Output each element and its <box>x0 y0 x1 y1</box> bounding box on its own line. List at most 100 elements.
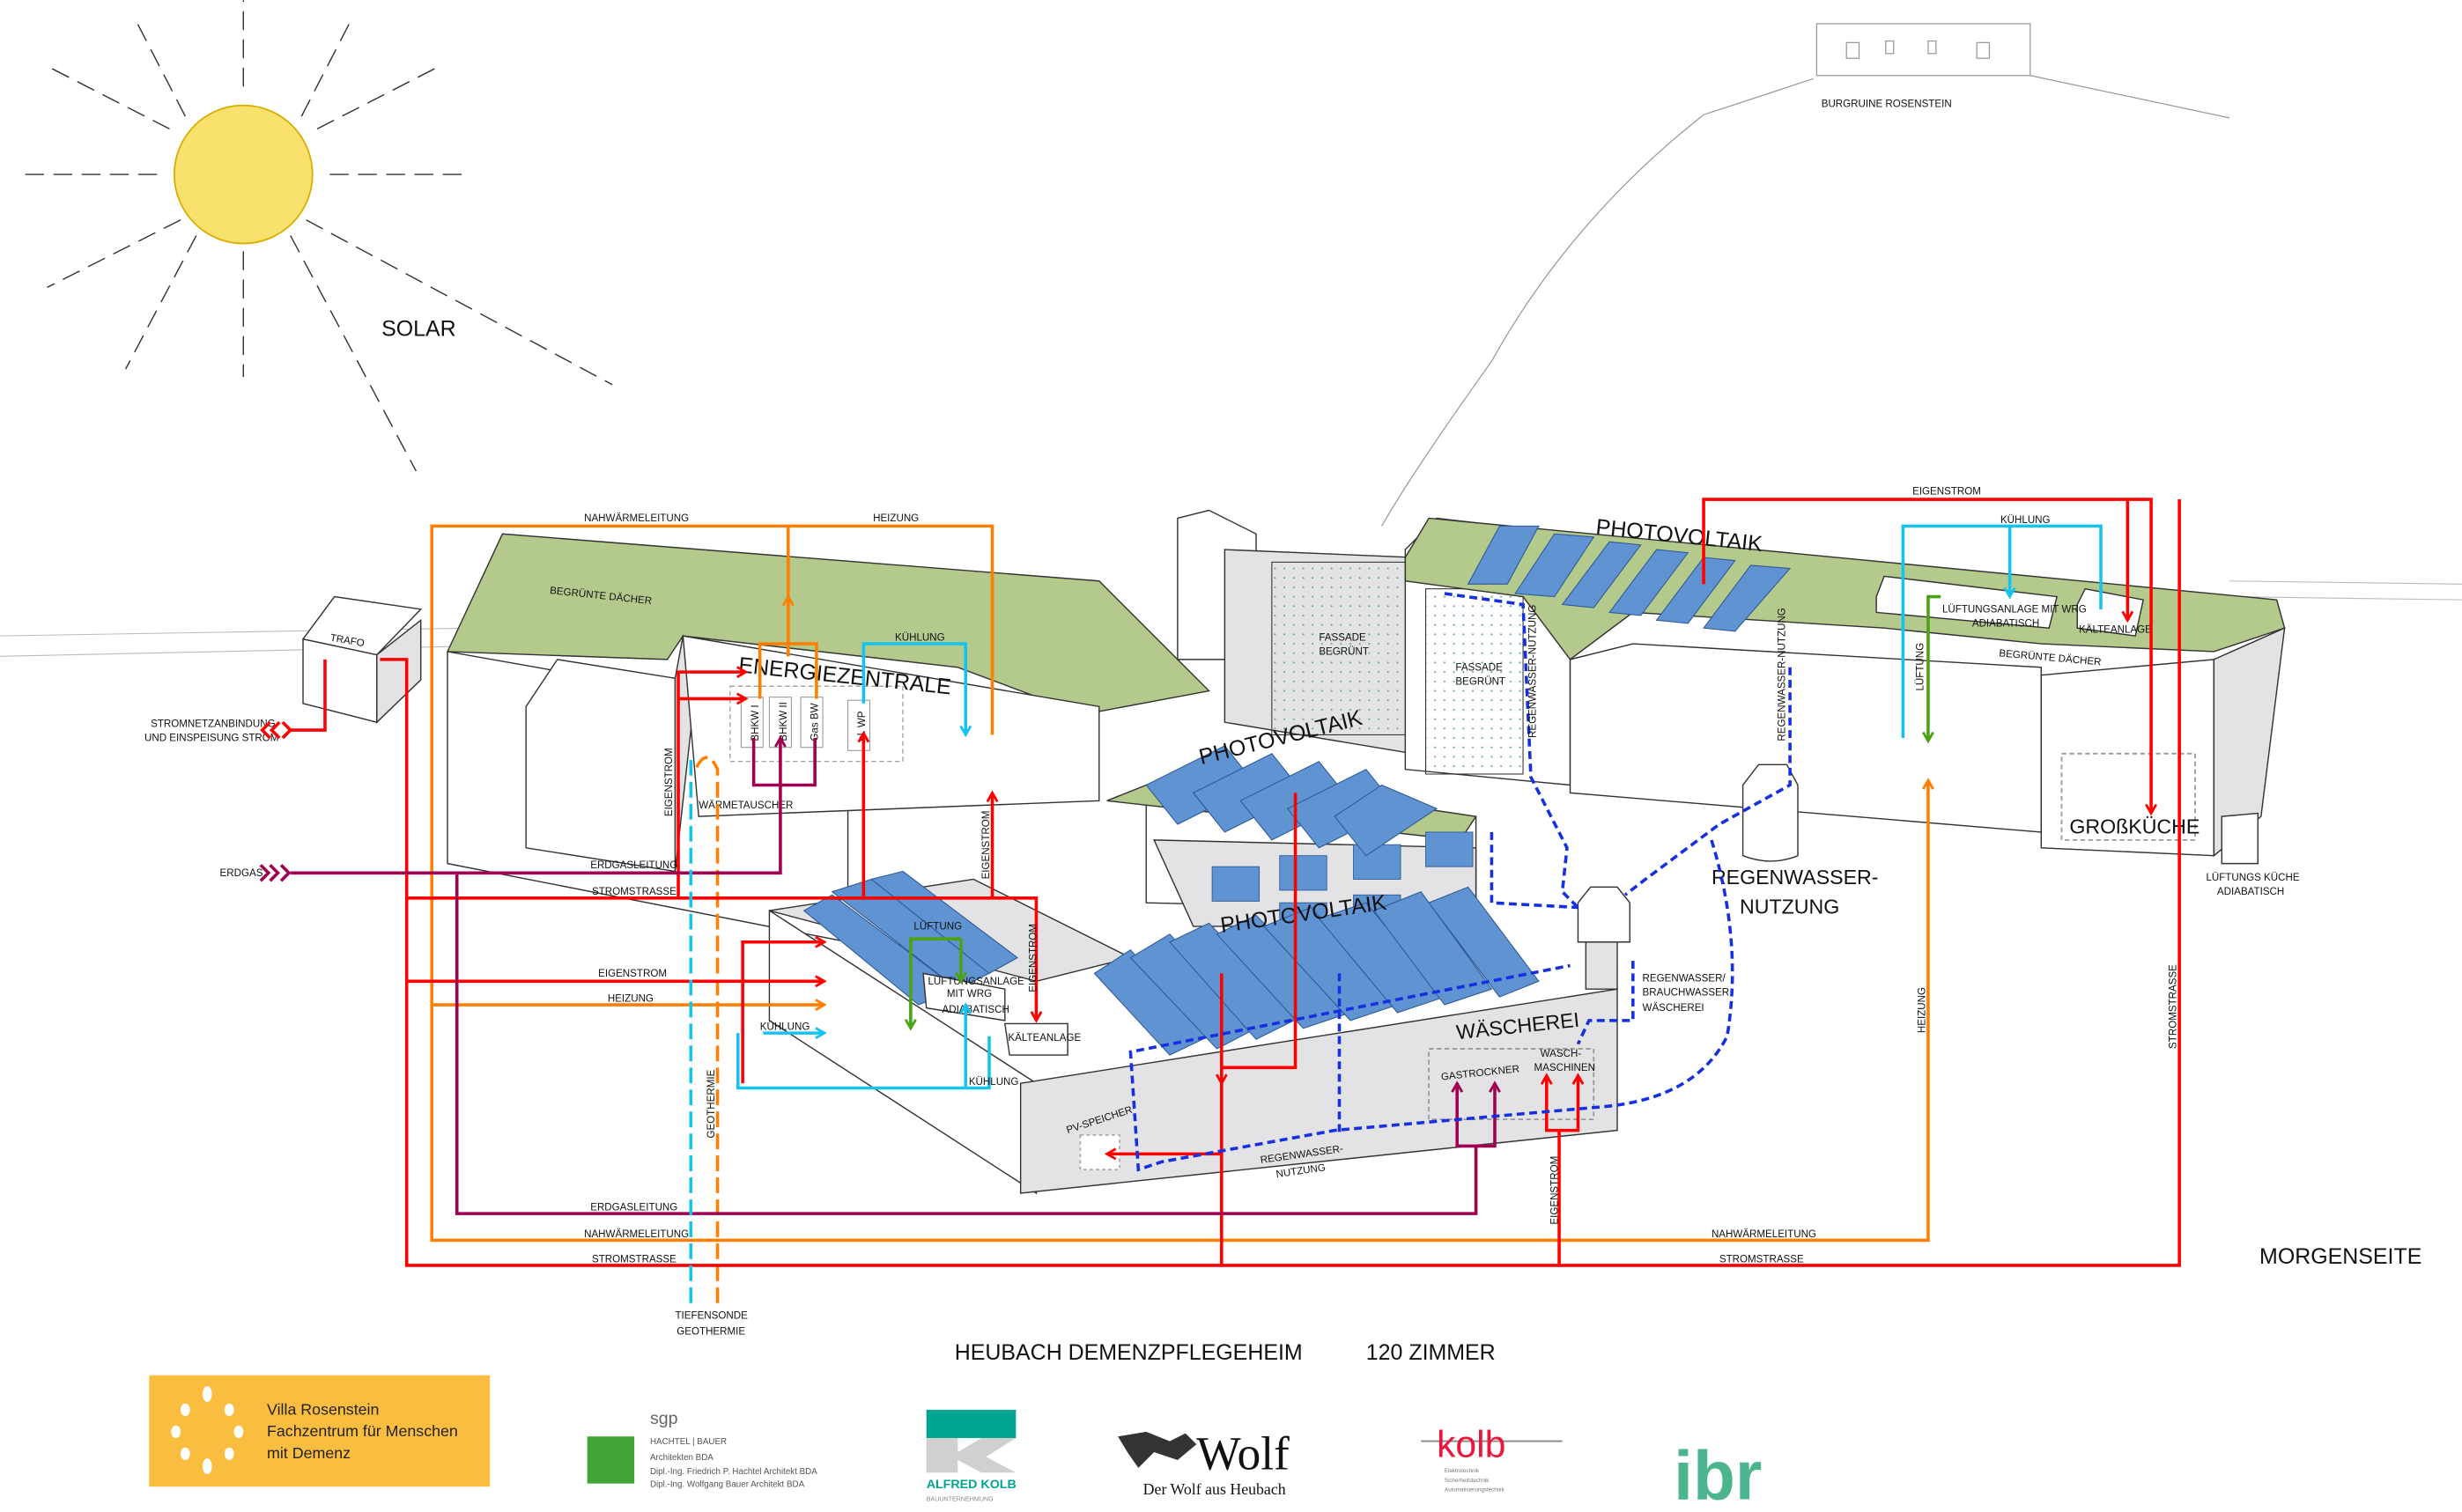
arrow-chevrons <box>259 720 293 882</box>
stromstrasse-label: STROMSTRASSE <box>592 887 676 897</box>
fassade-label: FASSADE <box>1455 662 1503 673</box>
fassade-label: BEGRÜNT <box>1455 676 1505 687</box>
svg-text:Architekten BDA: Architekten BDA <box>650 1453 713 1463</box>
kaelteanlage-label: KÄLTEANLAGE <box>2079 625 2152 636</box>
elwp-label: el. WP <box>857 711 868 741</box>
stromnetz-label: UND EINSPEISUNG STROM <box>144 734 278 744</box>
lueftungsanlage-top <box>1875 575 2058 629</box>
kuehlung-label: KÜHLUNG <box>969 1077 1019 1088</box>
waschmaschinen-label: MASCHINEN <box>1534 1063 1595 1073</box>
morgenseite-label: MORGENSEITE <box>2259 1244 2421 1269</box>
heizung-lines <box>430 524 1934 1303</box>
lueftungsanlage-label: LÜFTUNGSANLAGE MIT WRG <box>1942 604 2087 615</box>
nahwaermeleitung-label: NAHWÄRMELEITUNG <box>1712 1229 1816 1240</box>
lueftung-kueche-label: LÜFTUNGS KÜCHE <box>2206 873 2299 883</box>
heizung-label: HEIZUNG <box>608 993 654 1004</box>
eigenstrom-label: EIGENSTROM <box>1912 487 1981 498</box>
svg-text:kolb: kolb <box>1437 1423 1505 1465</box>
svg-text:Elektrotechnik: Elektrotechnik <box>1445 1468 1480 1474</box>
bhkw1-label: BHKW I <box>750 704 761 741</box>
lueftungsanlage-label: ADIABATISCH <box>943 1005 1009 1015</box>
svg-text:Dipl.-Ing. Wolfgang Bauer Arch: Dipl.-Ing. Wolfgang Bauer Architekt BDA <box>650 1479 805 1489</box>
svg-text:Villa Rosenstein: Villa Rosenstein <box>267 1400 379 1418</box>
castle-ruin <box>1381 23 2230 527</box>
eigenstrom-label: EIGENSTROM <box>664 748 675 816</box>
regenwasser-lines <box>1128 592 1792 1172</box>
eigenstrom-label: EIGENSTROM <box>1028 924 1039 992</box>
kolb-elektro-logo: kolb Elektrotechnik Sicherheitstechnik A… <box>1421 1423 1563 1494</box>
erdgas-lines <box>290 735 1501 1215</box>
alfred-kolb-logo: ALFRED KOLB BAUUNTERNEHMUNG <box>926 1409 1017 1502</box>
tiefensonde-label: TIEFENSONDE <box>675 1311 748 1322</box>
gasbw-label: Gas BW <box>810 703 821 741</box>
svg-text:Fachzentrum für Menschen: Fachzentrum für Menschen <box>267 1422 458 1440</box>
castle-label: BURGRUINE ROSENSTEIN <box>1822 99 1952 109</box>
wolf-logo: Wolf Der Wolf aus Heubach <box>1118 1427 1290 1498</box>
kuehlung-lines <box>689 524 2103 1303</box>
svg-text:Wolf: Wolf <box>1196 1427 1290 1480</box>
lueftung-kueche-unit <box>2221 812 2259 865</box>
lueftung-lines <box>904 594 1941 1031</box>
roof-label: BEGRÜNTE DÄCHER <box>1999 648 2102 667</box>
pv-panels-low <box>802 870 1540 1056</box>
brauchwasser-label: WÄSCHEREI <box>1643 1003 1704 1014</box>
ibr-logo: ibr <box>1674 1437 1762 1512</box>
svg-text:Dipl.-Ing. Friedrich P. Hachte: Dipl.-Ing. Friedrich P. Hachtel Architek… <box>650 1467 817 1477</box>
lueftung-kueche-label: ADIABATISCH <box>2217 887 2284 897</box>
lueftungsanlage-label: ADIABATISCH <box>1972 618 2039 629</box>
stromstrasse-label: STROMSTRASSE <box>2169 964 2179 1049</box>
kaelteanlage-label: KÄLTEANLAGE <box>1008 1033 1081 1044</box>
svg-text:BAUUNTERNEHMUNG: BAUUNTERNEHMUNG <box>927 1495 994 1502</box>
regenwasser-label: REGENWASSER-NUTZUNG <box>1527 605 1538 738</box>
regenwasser-label: NUTZUNG <box>1740 896 1839 918</box>
lueftung-label: LÜFTUNG <box>1916 643 1926 691</box>
pv-panels-top <box>1467 525 1792 632</box>
waschmaschinen-label: WASCH- <box>1541 1049 1582 1059</box>
fassade-label: FASSADE <box>1319 632 1366 643</box>
strom-lines <box>290 498 2181 1267</box>
eigenstrom-label: EIGENSTROM <box>598 969 667 979</box>
kaelteanlage-mid <box>1003 1022 1068 1056</box>
lueftungsanlage-label: LÜFTUNGSANLAGE <box>928 977 1024 987</box>
trafo-box <box>301 595 423 724</box>
brauchwasser-label: REGENWASSER/ <box>1643 973 1726 984</box>
stromstrasse-label: STROMSTRASSE <box>592 1254 676 1265</box>
geothermie-label: GEOTHERMIE <box>706 1069 717 1138</box>
svg-text:Sicherheitstechnik: Sicherheitstechnik <box>1445 1478 1490 1484</box>
kuehlung-label: KÜHLUNG <box>895 632 945 643</box>
solar-label: SOLAR <box>381 317 456 342</box>
erdgasleitung-label: ERDGASLEITUNG <box>590 1203 677 1213</box>
villa-rosenstein-logo: Villa Rosenstein Fachzentrum für Mensche… <box>149 1375 491 1487</box>
room-count: 120 ZIMMER <box>1366 1340 1496 1365</box>
regenwasser-label: REGENWASSER-NUTZUNG <box>1778 608 1788 741</box>
erdgasleitung-label: ERDGASLEITUNG <box>590 860 677 871</box>
stromnetz-label: STROMNETZANBINDUNG <box>151 719 276 730</box>
lueftungsanlage-label: MIT WRG <box>947 989 992 999</box>
waermetauscher-label: WÄRMETAUSCHER <box>699 800 793 811</box>
grosskueche-box <box>2060 752 2196 841</box>
erdgas-label: ERDGAS <box>220 868 263 879</box>
regenwasser-label: REGENWASSER- <box>1712 866 1879 889</box>
stromstrasse-label: STROMSTRASSE <box>1719 1254 1804 1265</box>
eigenstrom-label: EIGENSTROM <box>981 811 992 880</box>
sgp-logo: sgp HACHTEL | BAUER Architekten BDA Dipl… <box>587 1409 817 1489</box>
sun-icon <box>15 0 613 472</box>
kuehlung-label: KÜHLUNG <box>2000 515 2051 526</box>
page-title: HEUBACH DEMENZPFLEGEHEIM <box>955 1340 1303 1365</box>
fassade-label: BEGRÜNT <box>1319 647 1369 658</box>
heizung-label: HEIZUNG <box>1917 987 1927 1033</box>
svg-text:ALFRED KOLB: ALFRED KOLB <box>927 1478 1017 1492</box>
brauchwasser-label: BRAUCHWASSER <box>1643 987 1730 998</box>
lueftung-label: LÜFTUNG <box>913 921 962 932</box>
heizung-label: HEIZUNG <box>873 513 919 524</box>
building-west <box>446 533 1211 943</box>
tiefensonde-label: GEOTHERMIE <box>676 1326 745 1337</box>
svg-text:Der Wolf aus Heubach: Der Wolf aus Heubach <box>1143 1480 1286 1498</box>
nahwaermeleitung-label: NAHWÄRMELEITUNG <box>584 513 689 524</box>
eigenstrom-label: EIGENSTROM <box>1549 1156 1560 1225</box>
svg-text:Automatisierungstechnik: Automatisierungstechnik <box>1445 1487 1505 1494</box>
nahwaermeleitung-label: NAHWÄRMELEITUNG <box>584 1229 689 1240</box>
waescherei-units <box>1428 1048 1595 1121</box>
lueftungsanlage-mid <box>922 972 1006 1022</box>
